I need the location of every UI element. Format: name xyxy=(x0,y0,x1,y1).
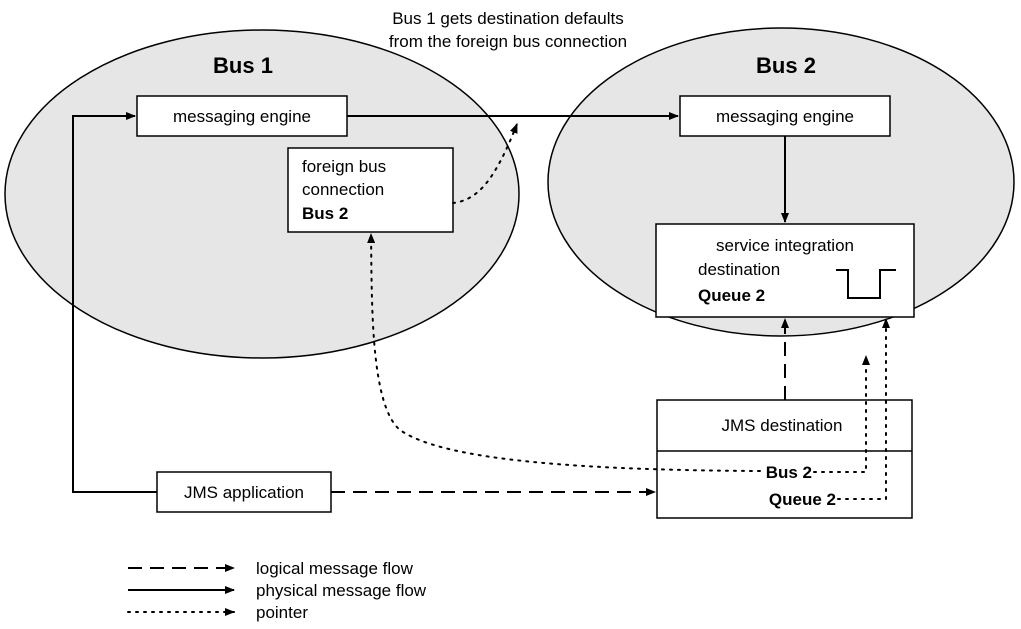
jms-application-box xyxy=(156,471,332,513)
bus2-messaging-engine-box xyxy=(679,95,891,137)
pointer-bus2-to-queue-icon xyxy=(813,355,870,473)
jms-destination-bus-name: Bus 2 xyxy=(766,463,812,482)
legend-physical-label: physical message flow xyxy=(256,581,427,600)
sid-queue-name: Queue 2 xyxy=(698,286,765,305)
service-integration-destination-box xyxy=(655,223,915,318)
bus2-title: Bus 2 xyxy=(756,53,816,78)
bus1-messaging-engine-label: messaging engine xyxy=(173,107,311,126)
jms-application-label: JMS application xyxy=(184,483,304,502)
legend-pointer-label: pointer xyxy=(256,603,308,622)
foreign-bus-line2: connection xyxy=(302,180,384,199)
pointer-foreign-bus-to-defaults xyxy=(452,123,518,204)
sid-line2: destination xyxy=(698,260,780,279)
pointer-queue2-to-queue-icon xyxy=(837,318,890,500)
foreign-bus-connection-box xyxy=(287,147,454,233)
foreign-bus-name: Bus 2 xyxy=(302,204,348,223)
queue-icon xyxy=(836,269,896,299)
pointer-jms-bus-to-foreign-bus xyxy=(367,233,761,472)
physical-flow-app-to-bus1-me xyxy=(72,112,157,493)
jms-destination-queue-name: Queue 2 xyxy=(769,490,836,509)
bus2-messaging-engine-label: messaging engine xyxy=(716,107,854,126)
legend-logical-label: logical message flow xyxy=(256,559,414,578)
caption-line1: Bus 1 gets destination defaults xyxy=(392,9,624,28)
bus1-title: Bus 1 xyxy=(213,53,273,78)
jms-destination-title: JMS destination xyxy=(722,416,843,435)
bus1-messaging-engine-box xyxy=(136,95,348,137)
foreign-bus-line1: foreign bus xyxy=(302,157,386,176)
sid-line1: service integration xyxy=(716,236,854,255)
caption-line2: from the foreign bus connection xyxy=(389,32,627,51)
